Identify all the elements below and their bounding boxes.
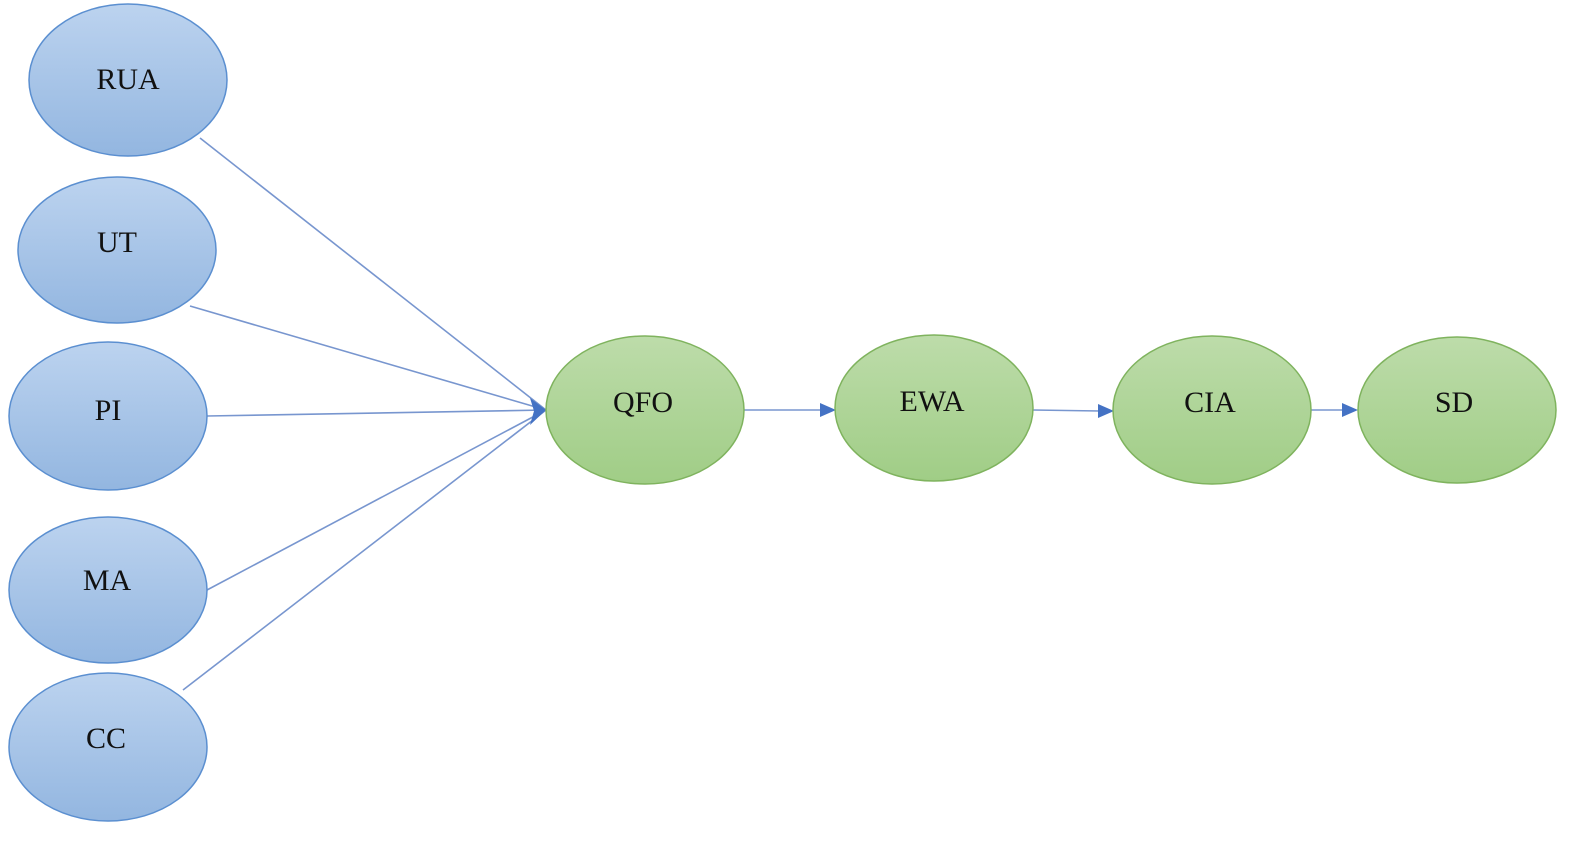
node-cc-label: CC <box>86 722 126 755</box>
node-pi: PI <box>8 341 208 491</box>
node-ewa-label: EWA <box>900 385 965 418</box>
node-ut: UT <box>17 176 217 324</box>
node-cia-label: CIA <box>1184 386 1236 419</box>
arrowhead-ewa-icon <box>820 403 836 417</box>
node-ut-label: UT <box>97 226 137 259</box>
node-qfo: QFO <box>545 335 745 485</box>
node-sd-label: SD <box>1435 386 1473 419</box>
node-ewa: EWA <box>834 334 1034 482</box>
edges <box>182 137 1358 691</box>
node-ma: MA <box>8 516 208 664</box>
node-ma-label: MA <box>83 564 132 597</box>
arrowhead-qfo-icon <box>530 398 546 425</box>
edge-ma-qfo <box>206 409 547 591</box>
node-cia: CIA <box>1112 335 1312 485</box>
edge-ut-qfo <box>189 305 547 411</box>
arrowhead-sd-icon <box>1342 403 1358 417</box>
edge-cc-qfo <box>182 409 547 691</box>
node-qfo-label: QFO <box>613 386 673 419</box>
edge-ewa-cia <box>1032 409 1101 412</box>
node-sd: SD <box>1357 336 1557 484</box>
node-cc: CC <box>8 672 208 822</box>
node-pi-label: PI <box>95 394 122 427</box>
node-rua-label: RUA <box>96 63 160 96</box>
edge-rua-qfo <box>199 137 547 411</box>
node-rua: RUA <box>28 3 228 157</box>
arrowhead-cia-icon <box>1098 404 1114 418</box>
edge-pi-qfo <box>206 409 547 417</box>
